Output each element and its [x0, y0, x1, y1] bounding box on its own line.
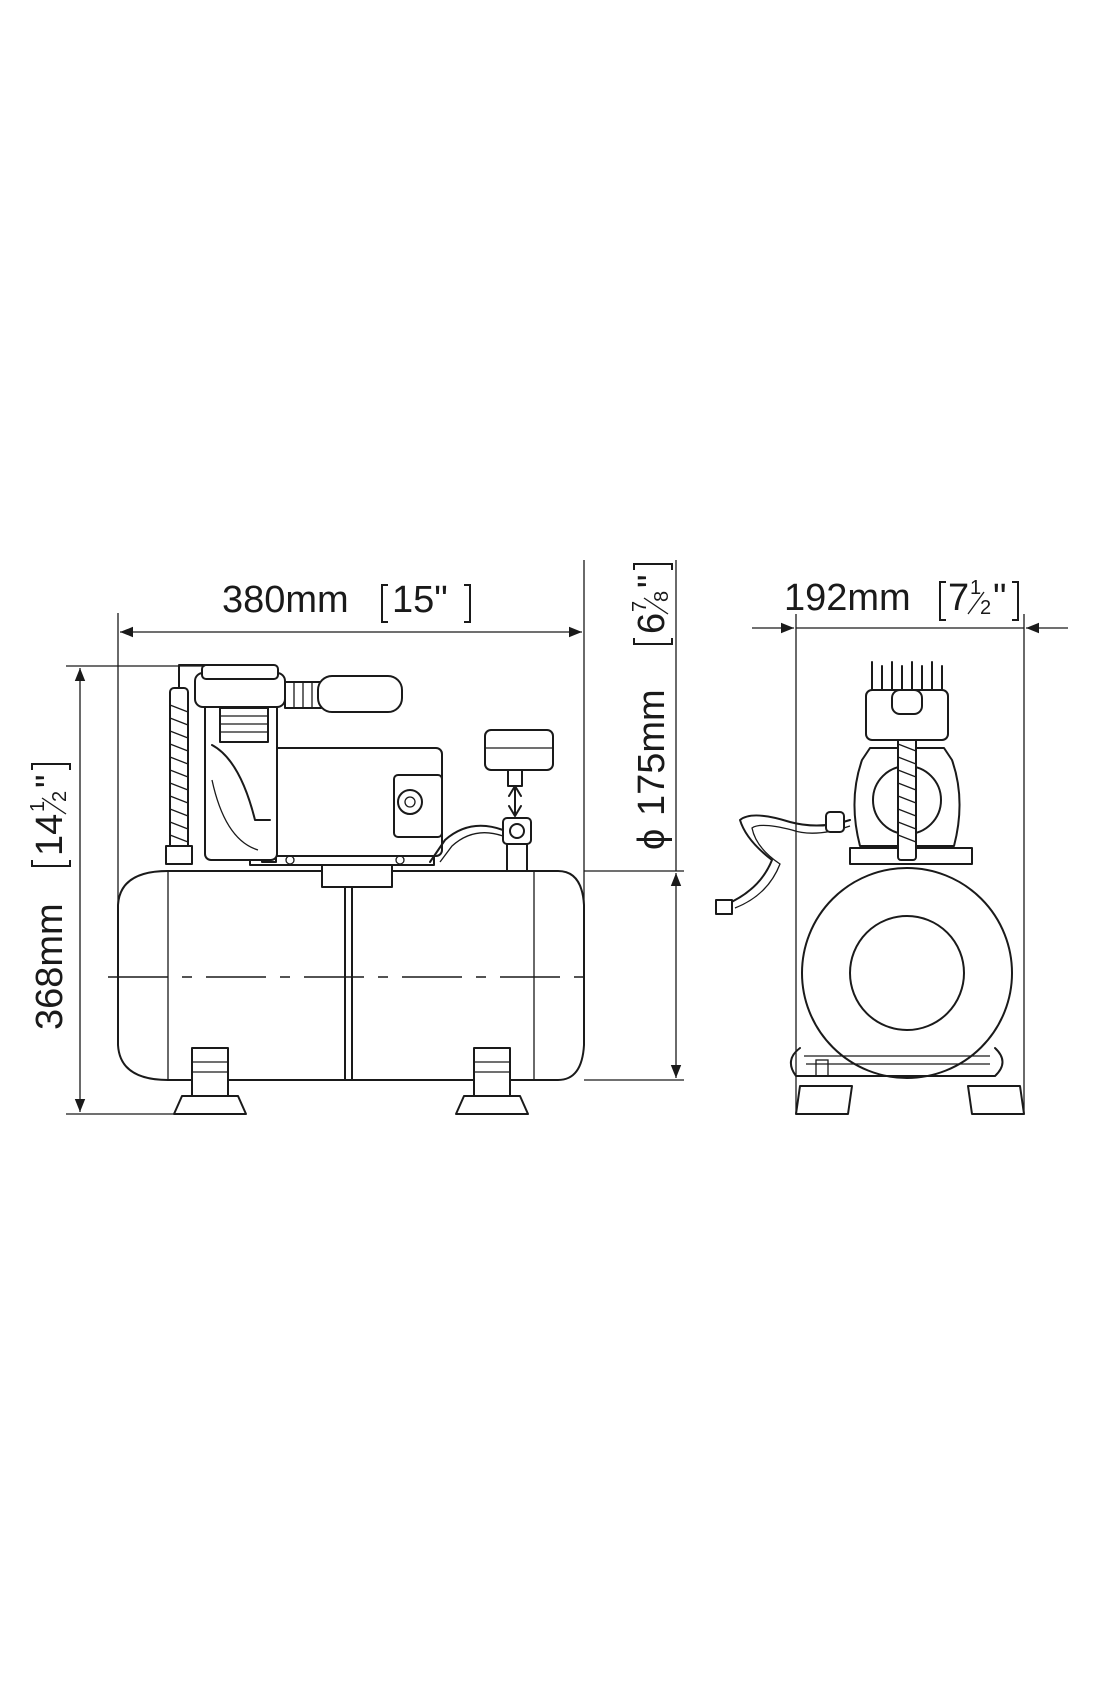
end-view-pump	[849, 661, 973, 865]
depth-imperial-numerator: 1	[970, 577, 981, 599]
diameter-imperial-mark: "	[631, 575, 673, 589]
side-view-motor	[261, 743, 443, 863]
diameter-symbol: ϕ	[631, 829, 673, 850]
end-view-tank	[801, 867, 1013, 1079]
height-metric: 368mm	[29, 903, 71, 1030]
diameter-imperial-whole: 6	[631, 613, 673, 634]
depth-imperial-whole: 7	[948, 577, 969, 619]
height-imperial-numerator: 1	[27, 801, 49, 812]
depth-imperial-mark: "	[993, 577, 1007, 619]
width-metric: 380mm	[222, 579, 349, 621]
dimension-lines	[66, 560, 1068, 1115]
side-view-tank	[108, 870, 596, 1081]
diameter-metric: 175mm	[631, 689, 673, 816]
diameter-imperial-denominator: 8	[651, 591, 673, 602]
side-view-gauge-valve	[429, 729, 554, 872]
side-view-handle	[284, 675, 403, 713]
side-view	[108, 664, 596, 1115]
height-dimension-label: 368mm 14 1 2 "	[27, 763, 71, 1030]
height-imperial-denominator: 2	[49, 791, 71, 802]
diameter-imperial-numerator: 7	[629, 601, 651, 612]
end-view-wiring	[715, 811, 851, 915]
width-dimension-label: 380mm 15"	[222, 579, 471, 623]
height-imperial-mark: "	[29, 775, 71, 789]
side-view-feet	[173, 1047, 529, 1115]
side-view-pump-head	[194, 664, 286, 861]
depth-imperial-denominator: 2	[980, 597, 991, 619]
depth-dimension-label: 192mm 7 1 2 "	[784, 577, 1019, 621]
width-imperial: 15"	[392, 579, 448, 621]
side-view-hose	[165, 664, 206, 865]
end-view	[715, 661, 1025, 1115]
depth-metric: 192mm	[784, 577, 911, 619]
height-imperial-whole: 14	[29, 814, 71, 856]
tank-diameter-dimension-label: ϕ 175mm 6 7 8 "	[629, 563, 673, 850]
